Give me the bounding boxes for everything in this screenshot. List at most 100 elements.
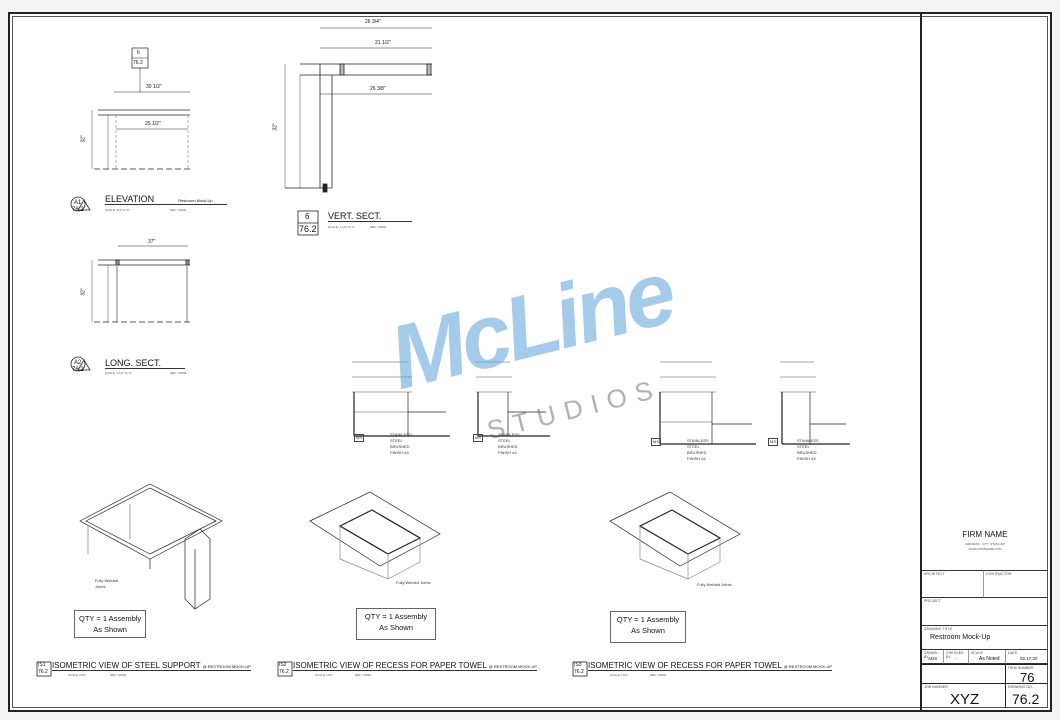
dim-vert-top: 26 3/4" — [365, 19, 381, 25]
view-is1-title: ISOMETRIC VIEW OF STEEL SUPPORT @ RESTRO… — [52, 661, 251, 671]
dim-vert-low: 26 3/8" — [370, 86, 386, 92]
checked-by-label: CHECKED BY — [946, 651, 964, 659]
iso-recess-2 — [609, 491, 741, 580]
view-is1-id: IS1 — [38, 662, 46, 668]
note-stainless-1: STAINLESS STEEL BRUSHED FINISH #4 — [390, 432, 412, 456]
view-a1-id: A1 — [74, 200, 82, 206]
view-is2-refnote: REF: NONE — [355, 673, 372, 677]
view-a1-refnote: REF: NONE — [170, 208, 187, 212]
view-a1-title: ELEVATION Restroom Mock-Up — [105, 194, 227, 205]
note-stainless-2: STAINLESS STEEL BRUSHED FINISH #4 — [498, 432, 520, 456]
view-6-title: VERT. SECT. — [328, 211, 412, 222]
qty-box-1: QTY = 1 Assembly As Shown — [74, 610, 147, 638]
dim-long-height: 32" — [80, 288, 87, 296]
recess-sections — [352, 361, 850, 445]
view-a1-ref: Restroom Mock-Up — [178, 198, 213, 203]
job-number-cell: JOB NUMBER XYZ — [922, 684, 1006, 708]
view-6-sheet: 76.2 — [299, 224, 317, 234]
note-line: STAINLESS — [498, 432, 520, 437]
linework — [36, 27, 850, 677]
note-stainless-3: STAINLESS STEEL BRUSHED FINISH #4 — [687, 438, 709, 462]
drawing-no-cell: DRAWING NO. 76.2 — [1006, 684, 1048, 708]
job-number: XYZ — [950, 691, 980, 708]
note-line: BRUSHED — [498, 444, 518, 449]
scale-cell: SCALE As Noted — [969, 650, 1006, 664]
firm-name: FIRM NAME — [962, 530, 1008, 539]
note-line: STAINLESS — [390, 432, 412, 437]
tag-ms-2: MS — [473, 434, 483, 442]
scale-label: SCALE — [971, 651, 983, 655]
checked-by: - — [955, 656, 957, 661]
view-is3-sheet: 76.2 — [574, 669, 584, 675]
firm-web: WWW.FIRMNAME.COM — [968, 547, 1002, 551]
note-line: FINISH #4 — [498, 450, 517, 455]
view-is2-ref: @ RESTROOM MOCK-UP — [488, 664, 538, 669]
note-line: STEEL — [390, 438, 403, 443]
drawing-no-label: DRAWING NO. — [1008, 685, 1034, 689]
note-line: STAINLESS — [687, 438, 709, 443]
iso-steel-support — [79, 483, 223, 610]
note-line: FINISH #4 — [390, 450, 409, 455]
dim-vert-height: 32" — [272, 123, 279, 131]
view-a2-id: A2 — [74, 360, 82, 366]
contractor-label: CONTRACTOR — [986, 572, 1012, 576]
dim-elev-height: 32" — [80, 135, 87, 143]
view-is2-sheet: 76.2 — [279, 669, 289, 675]
qty-line: As Shown — [631, 626, 665, 635]
dim-elev-inner: 25 1/2" — [145, 121, 161, 127]
view-6-id: 6 — [305, 212, 310, 221]
note-welded-3: Fully Welded Joints — [697, 582, 732, 587]
view-is3-ref: @ RESTROOM MOCK-UP — [783, 664, 833, 669]
view-a1-scale: SCALE: 3/4"=1'-0" — [105, 208, 130, 212]
view-is2-title-text: ISOMETRIC VIEW OF RECESS FOR PAPER TOWEL — [293, 661, 487, 670]
qty-line: QTY = 1 Assembly — [79, 614, 142, 623]
job-number-label: JOB NUMBER — [924, 685, 948, 689]
view-is1-title-text: ISOMETRIC VIEW OF STEEL SUPPORT — [52, 661, 201, 670]
view-a1-title-text: ELEVATION — [105, 194, 155, 204]
long-section-drawing — [91, 245, 190, 323]
dim-long-width: 37" — [148, 239, 156, 245]
view-is3-title-text: ISOMETRIC VIEW OF RECESS FOR PAPER TOWEL — [588, 661, 782, 670]
qty-line: As Shown — [379, 623, 413, 632]
view-6-scale: SCALE: 1 1/2"=1'-0" — [328, 225, 355, 229]
note-stainless-4: STAINLESS STEEL BRUSHED FINISH #4 — [797, 438, 819, 462]
view-is1-refnote: REF: NONE — [110, 673, 127, 677]
note-line: BRUSHED — [797, 450, 817, 455]
note-line: STEEL — [797, 444, 810, 449]
note-welded-1: Fully Welded Joints — [95, 578, 119, 589]
date-cell: DATE 02.17.20 — [1006, 650, 1048, 664]
view-a2-refnote: REF: NONE — [170, 371, 187, 375]
drawing-title: Restroom Mock-Up — [930, 634, 991, 641]
blank-cell — [922, 664, 1006, 684]
callout-symbols — [36, 196, 588, 677]
view-is3-id: IS3 — [574, 662, 582, 668]
vertical-section-drawing — [284, 27, 432, 193]
qty-box-2: QTY = 1 Assembly As Shown — [356, 608, 436, 640]
view-6-refnote: REF: NONE — [370, 225, 387, 229]
drawing-area: McLine STUDIOS 6 76.2 30 1/2" 25 1/2" 32… — [10, 14, 920, 710]
view-is1-ref: @ RESTROOM MOCK-UP — [202, 664, 251, 669]
note-line: BRUSHED — [687, 450, 707, 455]
architect-cell: ARCHITECT — [922, 570, 984, 598]
project-label: PROJECT — [924, 599, 942, 603]
elevation-drawing — [91, 47, 190, 170]
view-is2-scale: SCALE: NTS — [315, 673, 333, 677]
note-line: FINISH #4 — [687, 456, 706, 461]
drawn-by: ADS — [928, 656, 938, 661]
view-is2-title: ISOMETRIC VIEW OF RECESS FOR PAPER TOWEL… — [293, 661, 538, 671]
note-line: BRUSHED — [390, 444, 410, 449]
view-a2-title: LONG. SECT. — [105, 358, 185, 369]
architect-label: ARCHITECT — [924, 572, 945, 576]
view-a2-scale: SCALE: 1 1/2"=1'-0" — [105, 371, 132, 375]
tag-ms-4: MS — [768, 438, 778, 446]
view-is1-scale: SCALE: NTS — [68, 673, 86, 677]
item-number: 76 — [1020, 670, 1035, 685]
view-a2-sheet: 76.2 — [72, 367, 84, 373]
dim-elev-top: 30 1/2" — [146, 84, 162, 90]
drawn-by-label: DRAWN BY — [924, 651, 938, 659]
iso-recess-1 — [309, 491, 441, 580]
note-welded-2: Fully Welded Joints — [396, 580, 431, 585]
dim-vert-mid: 21 1/2" — [375, 40, 391, 46]
qty-line: QTY = 1 Assembly — [364, 612, 428, 621]
scale-value: As Noted — [979, 656, 1000, 662]
